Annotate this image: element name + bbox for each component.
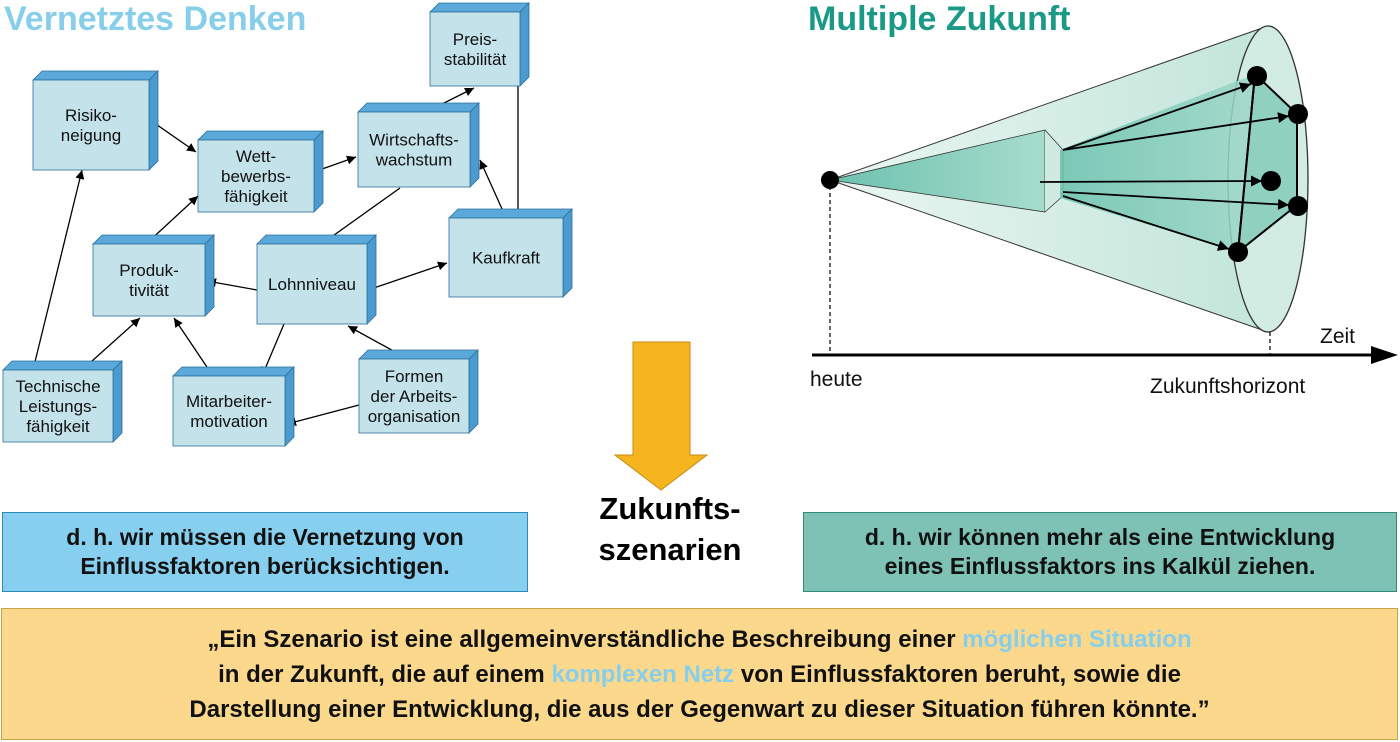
- diagram-canvas: Risiko-neigungWett-bewerbs-fähigkeitPrei…: [2, 2, 1398, 491]
- quote-line: in der Zukunft, die auf einem komplexen …: [2, 657, 1397, 692]
- node-label: Wett-: [236, 147, 276, 166]
- quote-highlight: möglichen Situation: [962, 625, 1192, 653]
- node-wett: Wett-bewerbs-fähigkeit: [197, 130, 324, 213]
- influence-arrow: [206, 278, 258, 291]
- node-label: Leistungs-: [19, 397, 97, 416]
- node-label: Formen: [385, 367, 444, 386]
- left-note-line: Einflussfaktoren berücksichtigen.: [80, 553, 450, 579]
- quote-line: „Ein Szenario ist eine allgemeinverständ…: [2, 622, 1397, 657]
- node-label: tivität: [129, 281, 169, 300]
- left-note-box: d. h. wir müssen die Vernetzung von Einf…: [2, 512, 528, 592]
- node-label: organisation: [368, 407, 461, 426]
- scenario-point: [1288, 196, 1308, 216]
- node-label: Wirtschafts-: [369, 131, 459, 150]
- node-produkt: Produk-tivität: [92, 234, 215, 317]
- quote-text: Darstellung einer Entwicklung, die aus d…: [189, 695, 1210, 723]
- scenario-point: [1288, 104, 1308, 124]
- quote-text: „Ein Szenario ist eine allgemeinverständ…: [207, 625, 963, 653]
- down-arrow: [613, 341, 709, 491]
- quote-text: von Einflussfaktoren beruht, sowie die: [734, 660, 1181, 688]
- node-preis: Preis-stabilität: [429, 2, 530, 87]
- left-title: Vernetztes Denken: [4, 0, 307, 38]
- node-label: fähigkeit: [26, 417, 90, 436]
- node-label: fähigkeit: [224, 187, 288, 206]
- time-axis: Zeit heute Zukunftshorizont: [810, 186, 1398, 398]
- node-label: Produk-: [119, 261, 179, 280]
- node-label: bewerbs-: [221, 167, 291, 186]
- node-label: Kaufkraft: [472, 249, 540, 268]
- quote-highlight: komplexen Netz: [551, 660, 735, 688]
- right-note-line: eines Einflussfaktors ins Kalkül ziehen.: [884, 553, 1316, 579]
- node-wirtschaft: Wirtschafts-wachstum: [357, 102, 480, 188]
- node-label: motivation: [190, 412, 267, 431]
- node-label: der Arbeits-: [371, 387, 458, 406]
- influence-arrow: [32, 169, 85, 371]
- quote-line: Darstellung einer Entwicklung, die aus d…: [2, 692, 1397, 727]
- node-label: Preis-: [453, 30, 497, 49]
- node-label: Lohnniveau: [268, 275, 356, 294]
- label-heute: heute: [810, 368, 863, 391]
- node-label: wachstum: [375, 151, 453, 170]
- quote-text: in der Zukunft, die auf einem: [218, 660, 552, 688]
- node-label: stabilität: [444, 50, 507, 69]
- scenario-point: [1261, 171, 1281, 191]
- center-label-line: szenarien: [598, 532, 742, 567]
- node-label: Risiko-: [65, 106, 117, 125]
- center-label-zukunftsszenarien: Zukunfts- szenarien: [545, 488, 795, 570]
- node-label: neigung: [61, 126, 122, 145]
- axis-label-zeit: Zeit: [1320, 325, 1355, 348]
- future-cone: [821, 25, 1309, 333]
- node-risiko: Risiko-neigung: [32, 70, 159, 171]
- node-kaufkraft: Kaufkraft: [448, 208, 573, 298]
- scenario-point: [1228, 242, 1248, 262]
- node-label: Technische: [15, 377, 100, 396]
- node-lohn: Lohnniveau: [256, 234, 377, 325]
- influence-arrow: [367, 261, 448, 291]
- network-nodes: Risiko-neigungWett-bewerbs-fähigkeitPrei…: [2, 2, 573, 447]
- scenario-definition-quote: „Ein Szenario ist eine allgemeinverständ…: [1, 608, 1398, 740]
- node-mitarbeiter: Mitarbeiter-motivation: [172, 366, 295, 447]
- left-note-line: d. h. wir müssen die Vernetzung von: [66, 524, 464, 550]
- center-label-line: Zukunfts-: [599, 491, 741, 526]
- right-note-line: d. h. wir können mehr als eine Entwicklu…: [864, 524, 1336, 550]
- label-zukunftshorizont: Zukunftshorizont: [1150, 375, 1305, 398]
- start-point: [821, 171, 839, 189]
- node-label: Mitarbeiter-: [186, 392, 272, 411]
- scenario-point: [1247, 66, 1267, 86]
- right-note-box: d. h. wir können mehr als eine Entwicklu…: [803, 512, 1397, 592]
- influence-arrow: [286, 404, 360, 427]
- right-title: Multiple Zukunft: [808, 0, 1071, 38]
- influence-arrow: [173, 317, 214, 377]
